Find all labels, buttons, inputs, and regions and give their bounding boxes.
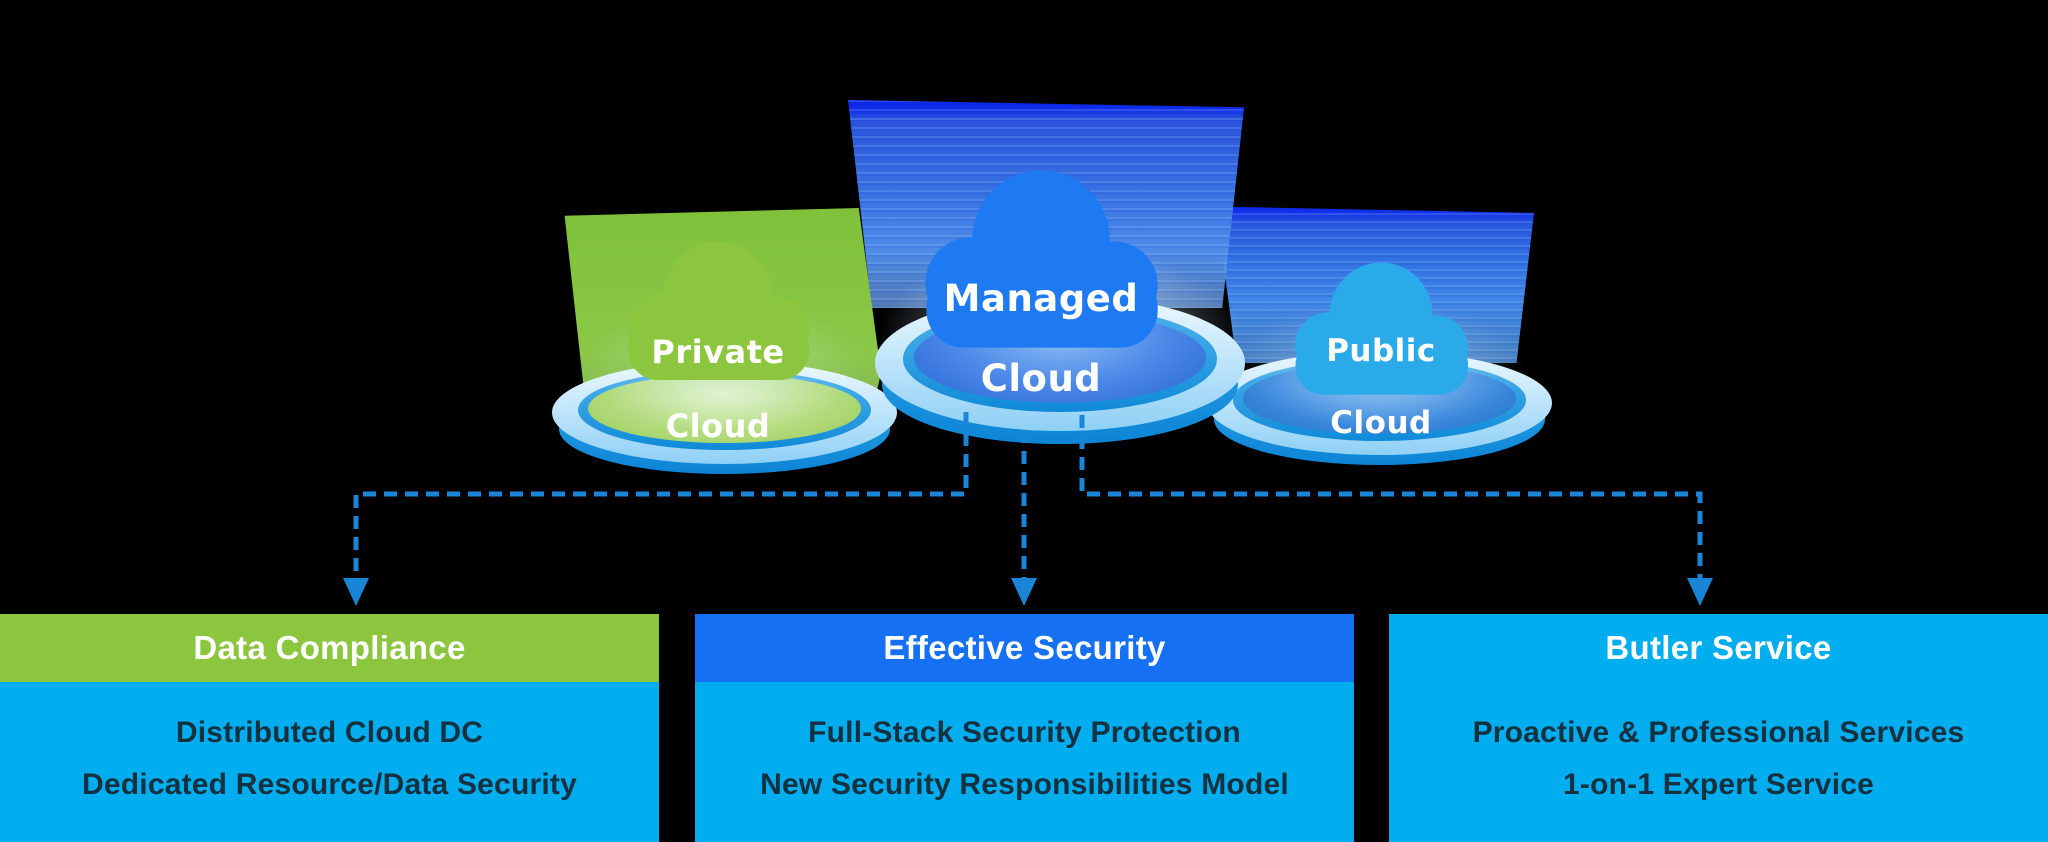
card-line: New Security Responsibilities Model (760, 768, 1289, 801)
card-line: Proactive & Professional Services (1472, 716, 1965, 749)
label-line: Managed (943, 277, 1139, 320)
card-body: Distributed Cloud DC Dedicated Resource/… (0, 682, 659, 842)
public-cloud-icon (1294, 262, 1469, 395)
card-body: Full-Stack Security Protection New Secur… (695, 682, 1354, 842)
card-title: Effective Security (695, 614, 1354, 682)
private-cloud-icon (627, 241, 810, 380)
arrowhead-data-compliance (343, 578, 369, 606)
label-line: Public (1326, 333, 1436, 369)
label-line: Cloud (665, 407, 771, 445)
card-title: Data Compliance (0, 614, 659, 682)
label-line: Cloud (1330, 405, 1432, 441)
card-line: Full-Stack Security Protection (808, 716, 1241, 749)
arrowhead-butler-service (1687, 578, 1713, 606)
card-effective-security: Effective Security Full-Stack Security P… (695, 614, 1354, 842)
label-line: Cloud (980, 357, 1102, 400)
public-cloud-label: Public Cloud (1276, 297, 1486, 477)
card-line: Distributed Cloud DC (175, 716, 484, 749)
card-title: Butler Service (1389, 614, 2048, 682)
card-body: Proactive & Professional Services 1-on-1… (1389, 682, 2048, 842)
label-line: Private (651, 333, 785, 371)
arrowhead-effective-security (1011, 578, 1037, 606)
managed-cloud-label: Managed Cloud (905, 239, 1177, 439)
card-line: 1-on-1 Expert Service (1563, 768, 1874, 801)
private-cloud-label: Private Cloud (610, 297, 826, 482)
card-line: Dedicated Resource/Data Security (82, 768, 577, 801)
managed-cloud-icon (925, 170, 1158, 348)
card-data-compliance: Data Compliance Distributed Cloud DC Ded… (0, 614, 659, 842)
card-butler-service: Butler Service Proactive & Professional … (1389, 614, 2048, 842)
